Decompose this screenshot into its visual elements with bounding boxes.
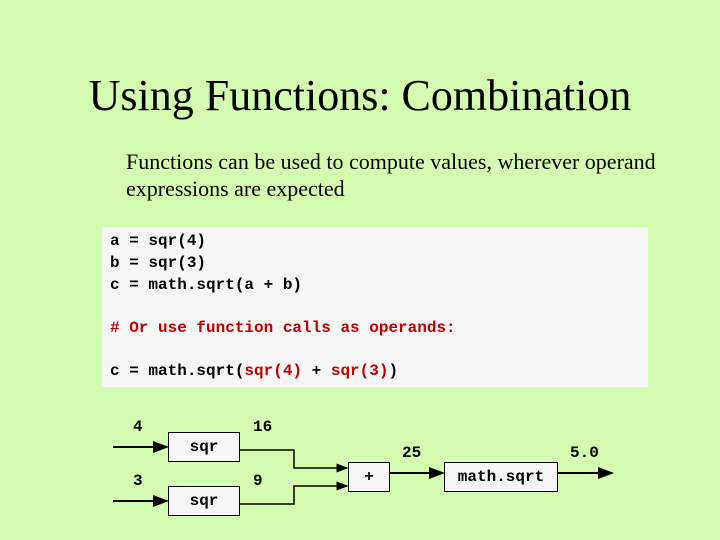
slide-subtitle: Functions can be used to compute values,… [126,149,656,201]
code-line-5-suffix: ) [388,362,399,380]
plus-output-value: 25 [402,444,422,462]
code-line-3: c = math.sqrt(a + b) [110,276,303,294]
code-plus-op: + [302,362,331,380]
sqr2-output-value: 9 [253,472,263,490]
code-line-5: c = math.sqrt(sqr(4) + sqr(3)) [110,361,398,381]
math-sqrt-box: math.sqrt [444,462,558,492]
sqr2-to-plus-arrow [240,481,349,505]
code-call-sqr4: sqr(4) [244,362,303,380]
sqr1-to-plus-arrow [240,449,349,473]
sqrt-output-value: 5.0 [570,444,599,462]
sqr1-output-value: 16 [253,418,273,436]
code-line-5-prefix: c = math.sqrt( [110,362,245,380]
code-block: a = sqr(4) b = sqr(3) c = math.sqrt(a + … [102,227,648,387]
code-line-1: a = sqr(4) [110,232,207,250]
input-value-4: 4 [133,418,143,436]
code-call-sqr3: sqr(3) [330,362,389,380]
sqr-box-2: sqr [168,486,240,516]
code-line-2: b = sqr(3) [110,254,207,272]
plus-box: + [348,462,390,492]
slide-title: Using Functions: Combination [88,71,632,120]
sqr-box-1: sqr [168,432,240,462]
input-value-3: 3 [133,472,143,490]
code-comment: # Or use function calls as operands: [110,319,456,337]
